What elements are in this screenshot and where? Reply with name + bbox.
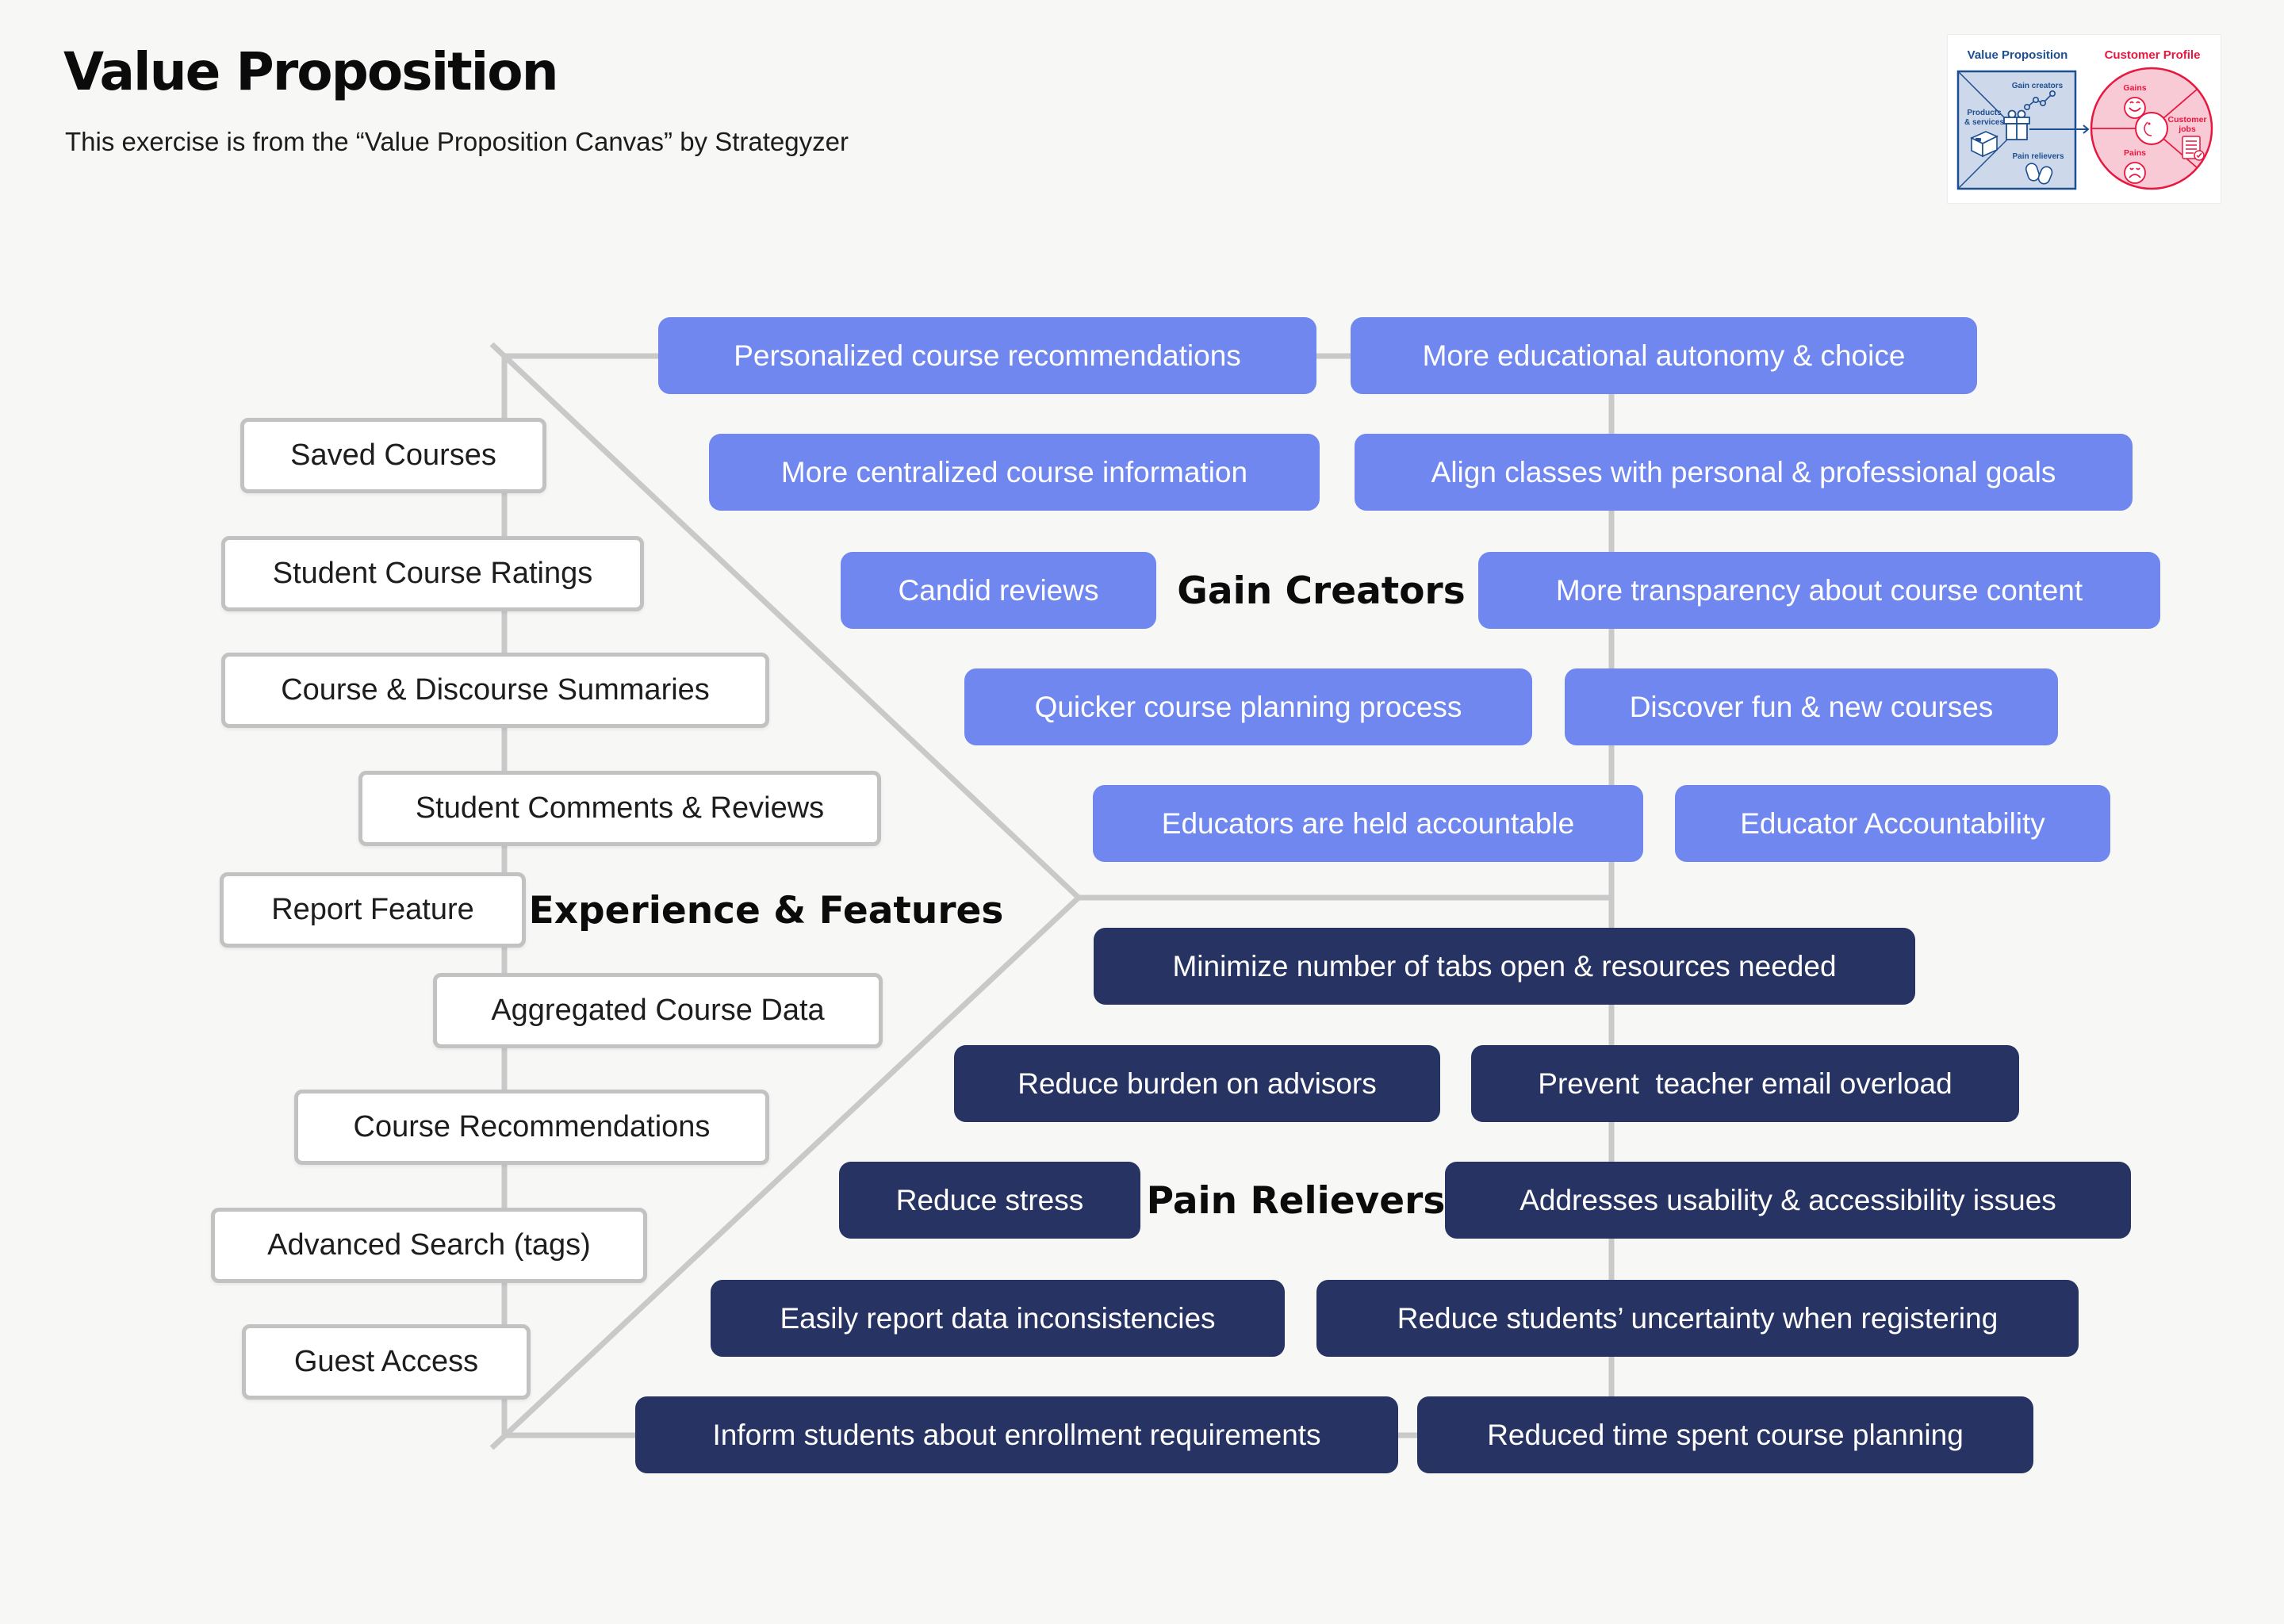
gain-box[interactable]: Personalized course recommendations	[658, 317, 1316, 394]
top-diagonal-line	[489, 342, 1081, 900]
gain-box[interactable]: Discover fun & new courses	[1565, 668, 2058, 745]
thumb-pain-relievers-label: Pain relievers	[2012, 152, 2064, 161]
feature-box[interactable]: Guest Access	[242, 1324, 531, 1400]
canvas-thumbnail-graphic: Value Proposition Gain creators Products…	[1956, 48, 2213, 190]
thumb-gains-label: Gains	[2123, 83, 2146, 93]
gain-box[interactable]: Educator Accountability	[1675, 785, 2110, 862]
pain-box[interactable]: Minimize number of tabs open & resources…	[1094, 928, 1915, 1005]
pain-relievers-section-label: Pain Relievers	[1146, 1178, 1446, 1223]
feature-box[interactable]: Course & Discourse Summaries	[221, 653, 769, 728]
gain-box[interactable]: Candid reviews	[841, 552, 1156, 629]
thumb-jobs-label-line2: jobs	[2178, 124, 2196, 134]
frowny-face-icon	[2124, 162, 2146, 184]
feature-box[interactable]: Course Recommendations	[294, 1090, 769, 1165]
gain-creators-section-label: Gain Creators	[1177, 569, 1466, 613]
package-box-icon	[1970, 131, 1998, 158]
customer-face-icon	[2135, 112, 2168, 145]
value-proposition-canvas-thumbnail: Value Proposition Gain creators Products…	[1948, 35, 2221, 203]
pain-box[interactable]: Reduce students’ uncertainty when regist…	[1316, 1280, 2079, 1357]
thumb-cp-title: Customer Profile	[2105, 48, 2201, 62]
feature-box[interactable]: Advanced Search (tags)	[211, 1208, 647, 1283]
feature-box[interactable]: Aggregated Course Data	[433, 973, 883, 1048]
thumb-vp-title: Value Proposition	[1968, 48, 2068, 62]
pain-box[interactable]: Reduce burden on advisors	[954, 1045, 1440, 1122]
thumb-jobs-label-line1: Customer	[2167, 115, 2206, 124]
pain-box[interactable]: Addresses usability & accessibility issu…	[1445, 1162, 2131, 1239]
blue-arrow	[2029, 124, 2090, 134]
gain-box[interactable]: More centralized course information	[709, 434, 1320, 511]
pain-box[interactable]: Reduced time spent course planning	[1417, 1396, 2033, 1473]
page-subtitle: This exercise is from the “Value Proposi…	[65, 127, 849, 156]
gain-box[interactable]: More transparency about course content	[1478, 552, 2160, 629]
gain-box[interactable]: Align classes with personal & profession…	[1355, 434, 2133, 511]
thumb-products-label-line1: Products	[1967, 109, 2002, 117]
gain-box[interactable]: Educators are held accountable	[1093, 785, 1643, 862]
pain-box[interactable]: Prevent teacher email overload	[1471, 1045, 2019, 1122]
smiley-face-icon	[2124, 97, 2146, 119]
pain-box[interactable]: Inform students about enrollment require…	[635, 1396, 1398, 1473]
thumb-gain-creators-label: Gain creators	[2012, 82, 2064, 90]
gift-icon	[2003, 109, 2030, 140]
feature-box[interactable]: Student Comments & Reviews	[358, 771, 881, 846]
pain-box[interactable]: Reduce stress	[839, 1162, 1140, 1239]
gain-box[interactable]: More educational autonomy & choice	[1351, 317, 1977, 394]
feature-box[interactable]: Report Feature	[220, 872, 526, 948]
pain-box[interactable]: Easily report data inconsistencies	[711, 1280, 1285, 1357]
features-section-label: Experience & Features	[528, 888, 1004, 933]
feature-box[interactable]: Student Course Ratings	[221, 536, 644, 611]
thumb-products-label-line2: & services	[1964, 118, 2004, 127]
page-title: Value Proposition	[63, 41, 559, 102]
gain-box[interactable]: Quicker course planning process	[964, 668, 1532, 745]
task-list-icon	[2182, 136, 2205, 161]
pills-icon	[2025, 163, 2053, 185]
thumb-pains-label: Pains	[2124, 148, 2146, 158]
bottom-diagonal-line	[489, 895, 1081, 1450]
feature-box[interactable]: Saved Courses	[240, 418, 546, 493]
trend-chart-icon	[2024, 90, 2056, 111]
